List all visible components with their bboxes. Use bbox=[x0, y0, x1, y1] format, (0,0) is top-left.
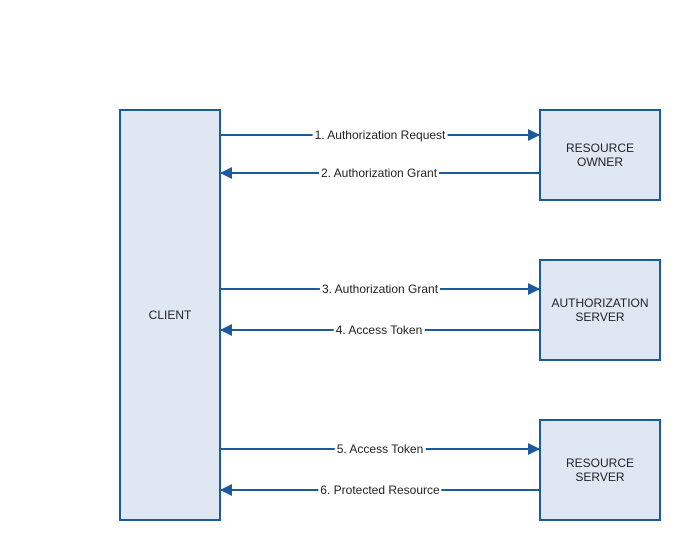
resource-owner-node: RESOURCE OWNER bbox=[539, 109, 661, 201]
resource-server-node: RESOURCE SERVER bbox=[539, 419, 661, 521]
authorization-server-label: AUTHORIZATION SERVER bbox=[551, 296, 649, 324]
edge-6-label: 6. Protected Resource bbox=[318, 483, 442, 497]
edge-3-label: 3. Authorization Grant bbox=[319, 282, 441, 296]
edge-2-label: 2. Authorization Grant bbox=[318, 166, 440, 180]
authorization-server-node: AUTHORIZATION SERVER bbox=[539, 259, 661, 361]
resource-server-label: RESOURCE SERVER bbox=[565, 456, 634, 484]
edge-5-label: 5. Access Token bbox=[334, 442, 426, 456]
edge-4-label: 4. Access Token bbox=[333, 323, 425, 337]
client-label: CLIENT bbox=[148, 308, 192, 322]
client-node: CLIENT bbox=[119, 109, 221, 521]
resource-owner-label: RESOURCE OWNER bbox=[565, 141, 634, 169]
edge-1-label: 1. Authorization Request bbox=[312, 128, 448, 142]
